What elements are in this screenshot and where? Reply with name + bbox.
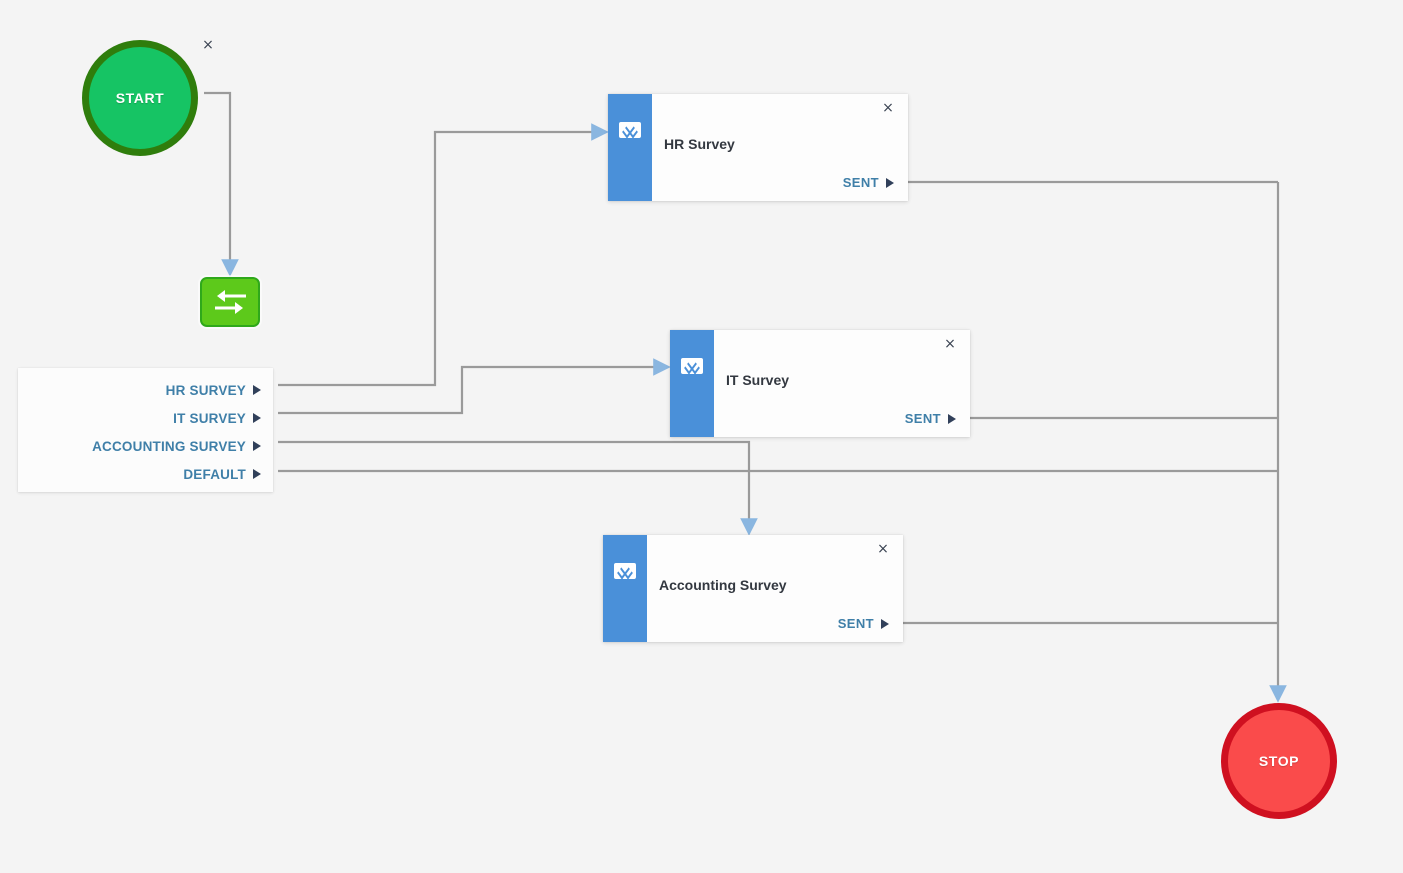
email-card-hr-survey[interactable]: HR Survey × SENT (608, 94, 908, 201)
card-port-label: SENT (842, 175, 879, 190)
wire-hr-branch-to-hr-card (278, 123, 609, 387)
branch-label-hr-survey: HR SURVEY (165, 382, 246, 398)
envelope-icon (614, 563, 636, 579)
card-stripe (608, 94, 652, 201)
card-stripe (603, 535, 647, 642)
port-triangle-icon[interactable] (253, 441, 261, 451)
card-title: IT Survey (726, 372, 790, 388)
branch-row-accounting-survey[interactable]: ACCOUNTING SURVEY (18, 432, 273, 460)
branch-label-it-survey: IT SURVEY (173, 410, 246, 426)
email-card-it-survey[interactable]: IT Survey × SENT (670, 330, 970, 437)
branch-label-default: DEFAULT (183, 466, 246, 482)
card-port-sent[interactable]: SENT (905, 411, 956, 426)
branch-row-hr-survey[interactable]: HR SURVEY (18, 376, 273, 404)
card-port-sent[interactable]: SENT (838, 616, 889, 631)
envelope-icon (681, 358, 703, 374)
start-node-close-icon[interactable]: × (202, 37, 214, 53)
branch-conditions-box[interactable]: HR SURVEY IT SURVEY ACCOUNTING SURVEY DE… (18, 368, 273, 492)
card-close-icon[interactable]: × (944, 336, 956, 352)
switch-arrows-icon (215, 290, 246, 314)
card-port-label: SENT (837, 616, 874, 631)
card-port-label: SENT (904, 411, 941, 426)
card-title: HR Survey (664, 136, 735, 152)
card-close-icon[interactable]: × (882, 100, 894, 116)
start-node[interactable]: START (82, 40, 198, 156)
port-triangle-icon[interactable] (253, 385, 261, 395)
wire-it-branch-to-it-card (278, 358, 671, 415)
port-triangle-icon[interactable] (948, 413, 956, 424)
branch-label-accounting-survey: ACCOUNTING SURVEY (92, 438, 246, 454)
envelope-icon (619, 122, 641, 138)
port-triangle-icon[interactable] (253, 469, 261, 479)
port-triangle-icon[interactable] (253, 413, 261, 423)
card-stripe (670, 330, 714, 437)
start-node-label: START (115, 90, 165, 106)
card-close-icon[interactable]: × (877, 541, 889, 557)
email-card-accounting-survey[interactable]: Accounting Survey × SENT (603, 535, 903, 642)
wire-start-to-switch (204, 91, 239, 277)
branch-row-it-survey[interactable]: IT SURVEY (18, 404, 273, 432)
port-triangle-icon[interactable] (886, 177, 894, 188)
branch-row-default[interactable]: DEFAULT (18, 460, 273, 488)
card-title: Accounting Survey (659, 577, 787, 593)
switch-action-node[interactable] (200, 277, 260, 327)
stop-node-label: STOP (1258, 753, 1300, 769)
port-triangle-icon[interactable] (881, 618, 889, 629)
wire-accounting-branch-to-accounting-card (278, 440, 758, 536)
stop-node[interactable]: STOP (1221, 703, 1337, 819)
card-port-sent[interactable]: SENT (843, 175, 894, 190)
